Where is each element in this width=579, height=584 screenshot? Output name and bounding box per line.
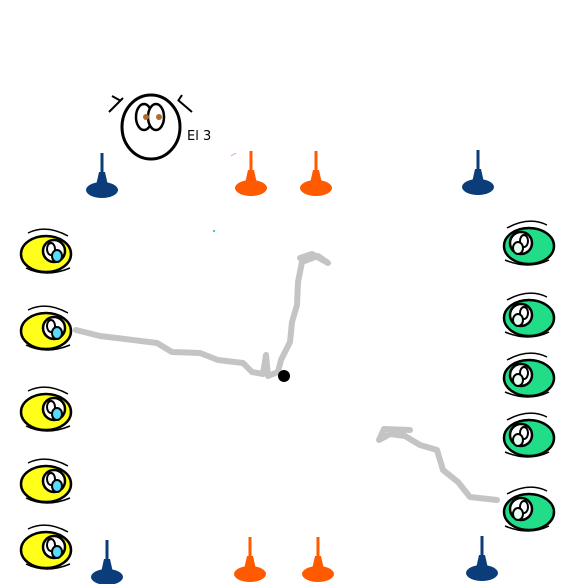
cone-top-goal-left[interactable] <box>235 151 267 196</box>
yellow-player-5[interactable] <box>19 524 73 570</box>
yellow-player-2[interactable] <box>19 305 73 351</box>
player-foot-line <box>504 331 550 338</box>
player-brow <box>506 486 548 495</box>
green-player-1[interactable] <box>502 220 556 266</box>
el-3-left-arm <box>108 95 124 113</box>
player-brow <box>27 386 69 395</box>
ball[interactable] <box>278 370 290 382</box>
el-3-right-pupil <box>156 114 162 120</box>
player-name-label: El 3 <box>187 129 211 144</box>
player-foot-line <box>25 425 71 432</box>
cone-body <box>100 559 114 577</box>
player-foot-line <box>504 391 550 398</box>
cone-stick <box>476 150 480 172</box>
player-eye-lens <box>51 249 63 263</box>
player-eye-lens <box>51 545 63 559</box>
trail-lower <box>376 426 500 503</box>
green-player-5[interactable] <box>502 486 556 532</box>
player-foot-line <box>25 267 71 274</box>
cone-body <box>471 169 485 187</box>
trail-upper <box>73 251 331 379</box>
player-brow <box>506 220 548 229</box>
cone-stick <box>316 537 320 559</box>
cone-bottom-left[interactable] <box>91 540 123 584</box>
player-eye-lens <box>512 241 524 255</box>
player-foot-line <box>504 525 550 532</box>
movement-trails <box>73 251 500 503</box>
green-player-2[interactable] <box>502 292 556 338</box>
cone-stick <box>249 151 253 173</box>
player-brow <box>506 292 548 301</box>
player-eye-lens <box>51 407 63 421</box>
cone-body <box>311 556 325 574</box>
player-el-3[interactable]: El 3 <box>108 93 211 161</box>
player-brow <box>27 305 69 314</box>
yellow-player-4[interactable] <box>19 458 73 504</box>
yellow-player-1[interactable] <box>19 228 73 274</box>
player-eye-lens <box>51 326 63 340</box>
green-player-4[interactable] <box>502 412 556 458</box>
player-foot-line <box>504 259 550 266</box>
player-brow <box>27 524 69 533</box>
player-eye-lens <box>512 313 524 327</box>
cone-top-goal-right[interactable] <box>300 151 332 196</box>
player-eye-lens <box>51 479 63 493</box>
cone-bottom-goal-left[interactable] <box>234 537 266 582</box>
cone-body <box>309 170 323 188</box>
cone-body <box>243 556 257 574</box>
cone-stick <box>105 540 109 562</box>
player-foot-line <box>25 563 71 570</box>
cone-body <box>95 172 109 190</box>
cone-body <box>475 555 489 573</box>
player-brow <box>27 458 69 467</box>
cone-bottom-goal-right[interactable] <box>302 537 334 582</box>
cone-stick <box>100 153 104 175</box>
player-eye-lens <box>512 507 524 521</box>
player-foot-line <box>25 497 71 504</box>
player-eye-lens <box>512 433 524 447</box>
cone-stick <box>480 536 484 558</box>
player-foot-line <box>25 344 71 351</box>
cone-stick <box>248 537 252 559</box>
stray-mark <box>230 152 237 157</box>
cone-top-right[interactable] <box>462 150 494 195</box>
player-brow <box>506 412 548 421</box>
el-3-right-arm <box>177 94 193 113</box>
player-foot-line <box>504 451 550 458</box>
cone-top-left[interactable] <box>86 153 118 198</box>
cone-body <box>244 170 258 188</box>
player-brow <box>27 228 69 237</box>
player-eye-lens <box>512 373 524 387</box>
player-brow <box>506 352 548 361</box>
el-3-left-pupil <box>143 114 149 120</box>
cone-bottom-right[interactable] <box>466 536 498 581</box>
green-player-3[interactable] <box>502 352 556 398</box>
stray-dot <box>213 230 215 232</box>
cone-stick <box>314 151 318 173</box>
yellow-player-3[interactable] <box>19 386 73 432</box>
